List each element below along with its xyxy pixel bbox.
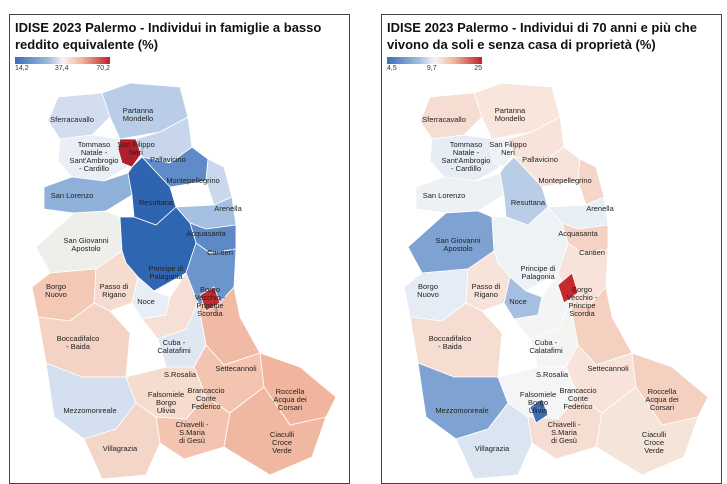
district-label-cuba: Cuba -Calatafimi <box>529 338 563 355</box>
district-hotspot <box>199 286 221 312</box>
district-label-sanlorenzo: San Lorenzo <box>423 191 466 200</box>
district-label-sferracavallo: Sferracavallo <box>422 115 466 124</box>
district-label-cantieri: Cantieri <box>207 248 233 257</box>
district-label-noce: Noce <box>509 297 527 306</box>
legend-mid: 9,7 <box>426 65 437 72</box>
color-legend: 4,5 9,7 25 <box>387 57 482 74</box>
district-label-villagrazia: Villagrazia <box>475 444 510 453</box>
district-label-boccadifalco: Boccadifalco- Baida <box>429 334 472 351</box>
district-ciaculli <box>595 386 699 476</box>
district-label-montepellegrino: Montepellegrino <box>166 176 219 185</box>
legend-gradient <box>387 57 482 64</box>
district-label-pallavicino: Pallavicino <box>150 155 186 164</box>
district-arenella <box>577 158 605 206</box>
district-label-sferracavallo: Sferracavallo <box>50 115 94 124</box>
district-label-sanlorenzo: San Lorenzo <box>51 191 94 200</box>
district-arenella <box>205 158 233 206</box>
legend-mid: 37,4 <box>54 65 69 72</box>
district-label-pallavicino: Pallavicino <box>522 155 558 164</box>
district-label-mezzomonreale: Mezzomonreale <box>435 406 488 415</box>
map-title: IDISE 2023 Palermo - Individui in famigl… <box>15 20 322 52</box>
legend-max: 70,2 <box>96 65 110 72</box>
district-label-settecannoli: Settecannoli <box>215 364 257 373</box>
district-label-settecannoli: Settecannoli <box>587 364 629 373</box>
district-label-montepellegrino: Montepellegrino <box>538 176 591 185</box>
district-label-srosalia: S.Rosalia <box>536 370 569 379</box>
district-tommaso <box>429 134 501 182</box>
district-label-boccadifalco: Boccadifalco- Baida <box>57 334 100 351</box>
district-principe <box>491 206 569 292</box>
legend-min: 14,2 <box>15 65 29 72</box>
color-legend: 14,2 37,4 70,2 <box>15 57 110 74</box>
district-blue-spot <box>529 398 549 424</box>
district-principe <box>119 206 197 292</box>
district-label-arenella: Arenella <box>214 204 242 213</box>
district-label-mezzomonreale: Mezzomonreale <box>63 406 116 415</box>
map-title: IDISE 2023 Palermo - Individui di 70 ann… <box>387 20 697 52</box>
district-label-cuba: Cuba -Calatafimi <box>157 338 191 355</box>
map-panel-left: IDISE 2023 Palermo - Individui in famigl… <box>9 14 350 484</box>
district-ciaculli <box>223 386 327 476</box>
district-label-villagrazia: Villagrazia <box>103 444 138 453</box>
map-panel-right: IDISE 2023 Palermo - Individui di 70 ann… <box>381 14 722 484</box>
district-label-noce: Noce <box>137 297 155 306</box>
legend-gradient <box>15 57 110 64</box>
district-label-arenella: Arenella <box>586 204 614 213</box>
district-label-cantieri: Cantieri <box>579 248 605 257</box>
district-label-acquasanta: Acquasanta <box>186 229 226 238</box>
district-hotspot <box>557 272 579 304</box>
legend-min: 4,5 <box>387 65 397 72</box>
district-label-resuttana: Resuttana <box>511 198 546 207</box>
legend-max: 25 <box>474 65 482 72</box>
district-label-resuttana: Resuttana <box>139 198 174 207</box>
district-label-srosalia: S.Rosalia <box>164 370 197 379</box>
district-tommaso <box>57 134 129 182</box>
district-label-acquasanta: Acquasanta <box>558 229 598 238</box>
